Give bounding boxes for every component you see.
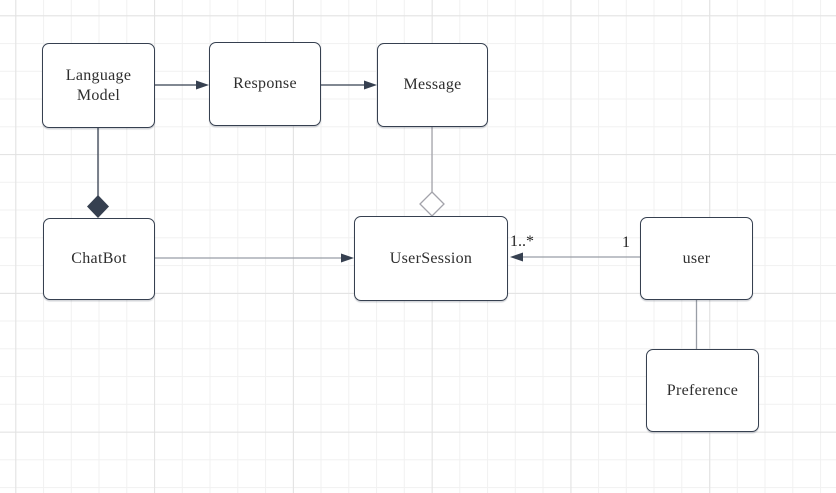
node-label: Preference xyxy=(666,381,739,399)
multiplicity-label-user: 1 xyxy=(622,234,630,251)
edge-chatbot-usersession[interactable] xyxy=(155,253,354,263)
composition-diamond-icon xyxy=(87,195,109,218)
node-chatbot[interactable]: ChatBot xyxy=(43,218,155,300)
arrowhead-icon xyxy=(364,80,377,90)
node-response[interactable]: Response xyxy=(209,42,321,126)
node-label: ChatBot xyxy=(71,250,127,267)
edge-languagemodel-chatbot[interactable] xyxy=(87,128,109,218)
arrowhead-icon xyxy=(510,252,523,262)
node-preference[interactable]: Preference xyxy=(646,349,759,432)
edge-user-usersession[interactable] xyxy=(510,252,640,262)
node-label: Language Model xyxy=(65,66,132,104)
arrowhead-icon xyxy=(341,253,354,263)
node-label: Response xyxy=(233,75,297,92)
aggregation-diamond-icon xyxy=(419,191,445,217)
arrowhead-icon xyxy=(196,80,209,90)
node-user[interactable]: user xyxy=(640,217,753,300)
node-user-session[interactable]: UserSession xyxy=(354,216,508,301)
edge-response-message[interactable] xyxy=(321,80,377,90)
node-message[interactable]: Message xyxy=(377,43,488,127)
edge-languagemodel-response[interactable] xyxy=(155,80,209,90)
node-label: user xyxy=(682,249,711,267)
node-label: Message xyxy=(403,76,462,93)
edge-message-usersession[interactable] xyxy=(419,127,445,217)
node-label: UserSession xyxy=(389,249,473,267)
node-language-model[interactable]: Language Model xyxy=(42,43,155,128)
multiplicity-label-usersession: 1..* xyxy=(510,233,534,250)
